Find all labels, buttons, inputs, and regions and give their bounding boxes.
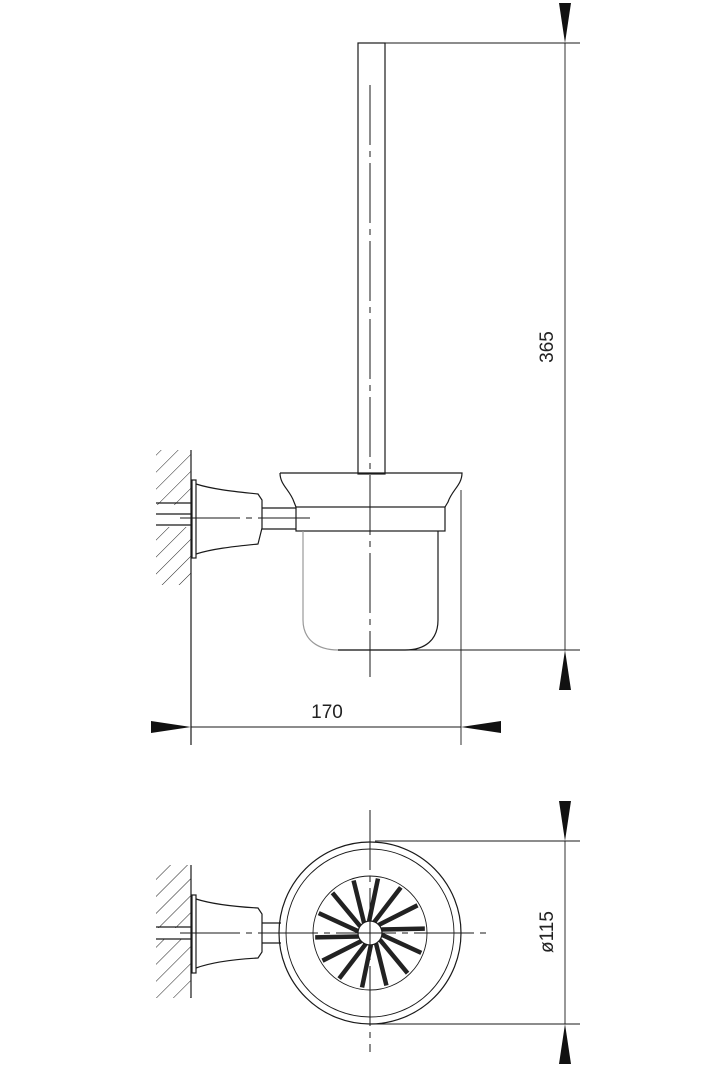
bristle: [351, 879, 367, 924]
bristle: [317, 911, 360, 934]
bristle: [372, 886, 403, 924]
brush-bristles: [315, 878, 425, 988]
wall-mount-top: [191, 894, 281, 974]
side-view: 365 170: [151, 3, 580, 745]
bristle: [377, 903, 419, 927]
height-dimension-label: 365: [537, 331, 558, 363]
top-view: ø115: [156, 801, 580, 1064]
bristle: [321, 939, 363, 963]
bristle: [315, 934, 359, 940]
bristle: [359, 944, 374, 988]
bristle: [380, 932, 423, 955]
bristle: [381, 926, 425, 932]
brush-handle: [357, 42, 386, 475]
wall-mount: [191, 479, 296, 559]
bristle: [330, 891, 362, 928]
bristle: [373, 942, 389, 987]
holder-cup: [279, 472, 463, 651]
width-dimension-label: 170: [311, 702, 343, 723]
diameter-dimension-label: ø115: [537, 911, 558, 953]
bristle: [337, 942, 368, 980]
bristle: [378, 938, 410, 975]
bristle: [366, 878, 381, 922]
